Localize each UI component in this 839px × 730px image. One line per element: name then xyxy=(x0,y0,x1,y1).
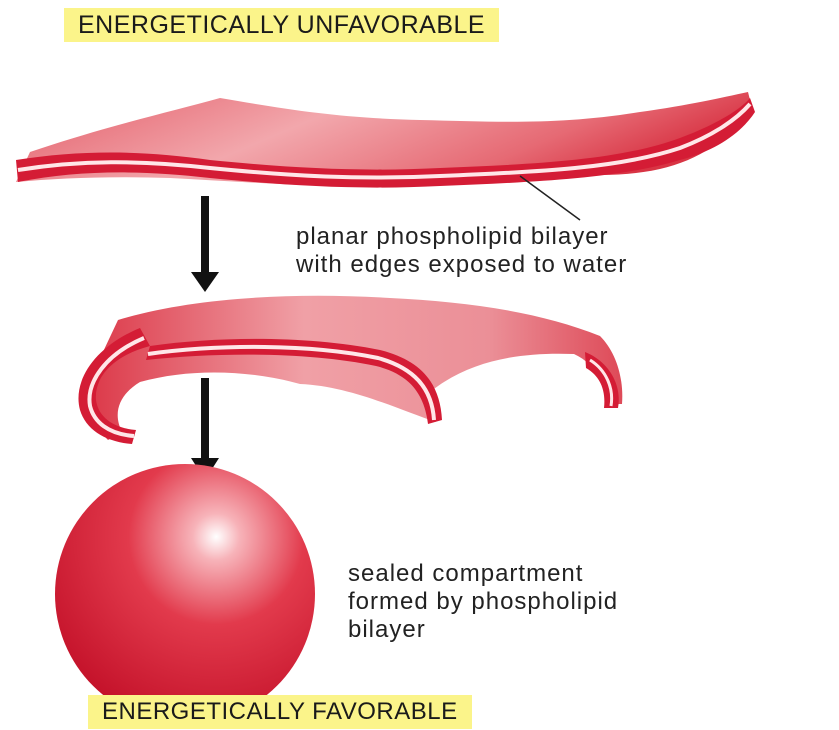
sealed-compartment-sphere xyxy=(55,464,315,724)
planar-caption-line-1: planar phospholipid bilayer xyxy=(296,223,627,251)
bottom-banner: ENERGETICALLY FAVORABLE xyxy=(88,695,472,729)
sealed-caption-line-2: formed by phospholipid xyxy=(348,588,618,616)
sealed-caption-line-3: bilayer xyxy=(348,616,618,644)
arrow-head-1 xyxy=(191,272,219,292)
planar-bilayer-sheet xyxy=(16,92,755,220)
planar-caption-line-2: with edges exposed to water xyxy=(296,251,627,279)
planar-bilayer-caption: planar phospholipid bilayer with edges e… xyxy=(296,223,627,279)
sealed-caption-line-1: sealed compartment xyxy=(348,560,618,588)
sealed-compartment-caption: sealed compartment formed by phospholipi… xyxy=(348,560,618,644)
curved-bilayer-dome xyxy=(78,296,622,444)
